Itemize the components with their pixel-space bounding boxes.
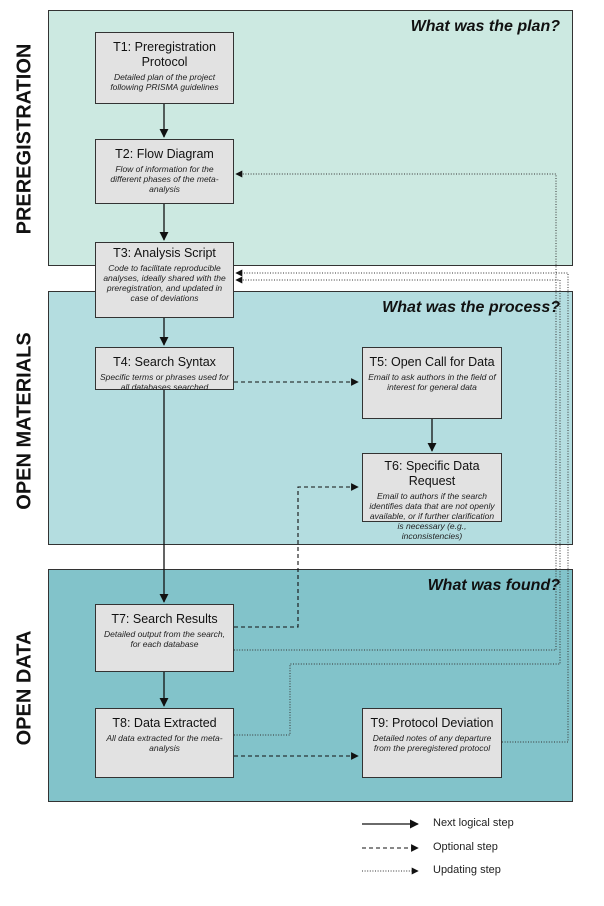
box-description: Email to authors if the search identifie… <box>369 491 495 541</box>
box-t2: T2: Flow Diagram Flow of information for… <box>95 139 234 204</box>
box-title: T3: Analysis Script <box>113 246 216 260</box>
box-title: T1: Preregistration Protocol <box>113 40 216 69</box>
box-description: Flow of information for the different ph… <box>110 164 219 194</box>
box-title: T6: Specific Data Request <box>384 459 480 488</box>
box-t5: T5: Open Call for Data Email to ask auth… <box>362 347 502 419</box>
arrow-t7-t2 <box>234 170 557 651</box>
legend-updating-label: Updating step <box>433 864 501 876</box>
box-title: T2: Flow Diagram <box>115 147 214 161</box>
box-t6: T6: Specific Data Request Email to autho… <box>362 453 502 541</box>
box-t1: T1: Preregistration Protocol Detailed pl… <box>95 32 234 104</box>
box-title: T5: Open Call for Data <box>369 355 495 369</box>
box-description: Code to facilitate reproducible analyses… <box>103 263 226 303</box>
box-description: Detailed output from the search, for eac… <box>104 629 225 649</box>
box-description: All data extracted for the meta-analysis <box>106 733 223 753</box>
box-t9: T9: Protocol Deviation Detailed notes of… <box>362 708 502 778</box>
box-description: Detailed notes of any departure from the… <box>372 733 492 753</box>
arrow-t7-t6 <box>234 483 359 628</box>
box-description: Specific terms or phrases used for all d… <box>100 372 229 392</box>
section-question: What was the plan? <box>410 18 560 35</box>
box-title: T8: Data Extracted <box>112 716 217 730</box>
section-question: What was the process? <box>382 299 560 316</box>
box-title: T9: Protocol Deviation <box>370 716 494 730</box>
legend-optional-label: Optional step <box>433 841 498 853</box>
box-t7: T7: Search Results Detailed output from … <box>95 604 234 672</box>
box-description: Email to ask authors in the field of int… <box>368 372 496 392</box>
box-t3: T3: Analysis Script Code to facilitate r… <box>95 242 234 318</box>
box-title: T4: Search Syntax <box>113 355 216 369</box>
legend-next-label: Next logical step <box>433 817 514 829</box>
box-t4: T4: Search Syntax Specific terms or phra… <box>95 347 234 392</box>
box-t8: T8: Data Extracted All data extracted fo… <box>95 708 234 778</box>
legend-swatches <box>362 819 419 875</box>
section-question: What was found? <box>427 577 560 594</box>
box-description: Detailed plan of the project following P… <box>110 72 219 92</box>
box-title: T7: Search Results <box>111 612 218 626</box>
arrow-t8-t3 <box>234 276 561 736</box>
